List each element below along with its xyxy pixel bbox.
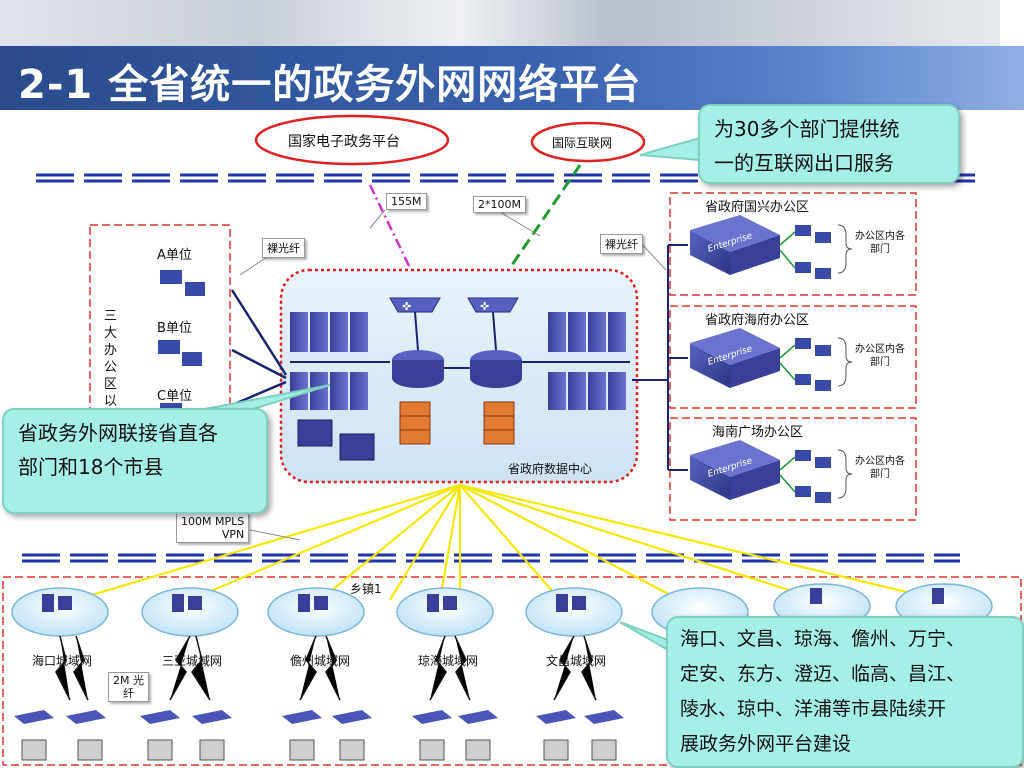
access-switches [14, 710, 624, 724]
internet-cloud [530, 121, 646, 163]
svg-text:✜: ✜ [480, 300, 489, 313]
firewalls [399, 401, 515, 445]
mpls-line-1: 100M MPLS [181, 515, 245, 528]
fiber-right-label: 裸光纤 [600, 234, 643, 254]
callout-left-line: 部门和18个市县 [18, 455, 164, 479]
callout-top-line: 一的互联网出口服务 [714, 151, 894, 175]
data-center-label: 省政府数据中心 [508, 462, 593, 476]
national-platform-ellipse [254, 114, 450, 166]
unit-c-label: C单位 [157, 389, 193, 404]
national-platform-label: 国家电子政务平台 [288, 134, 400, 150]
city-network-label: 儋州城域网 [290, 654, 351, 668]
office-dept-label: 办公区内各部门 [855, 344, 905, 368]
callout-bottom-line: 海口、文昌、琼海、儋州、万宁、 [680, 628, 966, 650]
svg-text:✜: ✜ [402, 300, 411, 313]
city-equipment [42, 588, 944, 612]
link-155m-label: 155M [386, 193, 427, 210]
fiber-2m-line-1: 2M 光 [113, 674, 144, 687]
bottom-backbone-line [22, 553, 960, 563]
admin-workstations [297, 419, 375, 461]
internet-label: 国际互联网 [552, 136, 613, 150]
office-dept-label: 办公区内各部门 [855, 231, 905, 255]
city-network-label: 海口城域网 [32, 654, 93, 668]
unit-b-label: B单位 [157, 321, 192, 336]
office-guoxing-label: 省政府国兴办公区 [705, 200, 810, 215]
unit-a-label: A单位 [157, 248, 192, 263]
city-network-label: 文昌城域网 [546, 654, 607, 668]
office-dept-pcs [795, 225, 831, 503]
callout-bottom-line: 定安、东方、澄迈、临高、昌江、 [680, 663, 966, 685]
end-user-pcs [21, 739, 617, 761]
callout-bottom-line: 陵水、琼中、洋浦等市县陆续开 [680, 698, 947, 720]
core-routers [392, 311, 522, 388]
callout-left-line: 省政务外网联接省直各 [18, 421, 218, 445]
callout-province-links: 省政务外网联接省直各 部门和18个市县 [2, 408, 268, 514]
header-photo-strip [0, 0, 1024, 46]
fiber-left-label: 裸光纤 [262, 238, 305, 258]
office-buildings [690, 215, 780, 500]
three-offices-vertical-label: 三大办公区以外 [104, 309, 118, 408]
office-square-label: 海南广场办公区 [712, 425, 804, 440]
callout-bottom-line: 展政务外网平台建设 [680, 733, 852, 755]
office-dept-label: 办公区内各部门 [855, 456, 905, 480]
server-racks-right [520, 312, 630, 410]
city-network-label: 琼海城域网 [418, 654, 479, 668]
header-corner [1000, 0, 1024, 46]
mpls-line-2: VPN [221, 528, 245, 541]
callout-internet-exit: 为30多个部门提供统 一的互联网出口服务 [698, 104, 960, 184]
core-switches: ✜ ✜ [389, 297, 519, 313]
title-band [0, 46, 1024, 110]
township-label: 乡镇1 [350, 582, 382, 596]
server-racks-left [290, 312, 390, 410]
fiber-2m-line-2: 纤 [123, 687, 134, 700]
yellow-links [74, 483, 941, 602]
callout-city-rollout: 海口、文昌、琼海、儋州、万宁、 定安、东方、澄迈、临高、昌江、 陵水、琼中、洋浦… [666, 616, 1024, 768]
city-network-label: 三亚城域网 [162, 654, 223, 668]
callout-top-line: 为30多个部门提供统 [714, 117, 900, 141]
page-title: 2-1 全省统一的政务外网网络平台 [18, 62, 642, 108]
link-2x100m-label: 2*100M [473, 196, 526, 213]
office-haifu-label: 省政府海府办公区 [705, 313, 810, 328]
fiber-2m-label: 2M 光纤 [108, 672, 149, 702]
